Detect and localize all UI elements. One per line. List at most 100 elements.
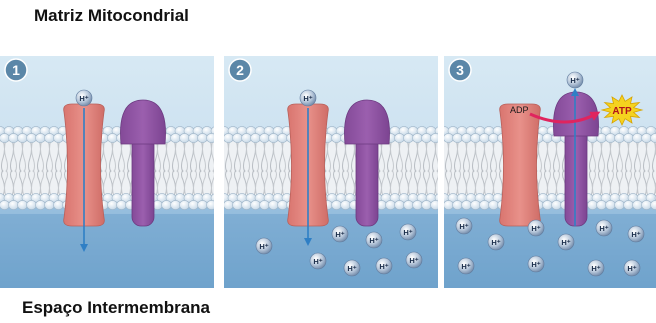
proton-ion: H⁺ — [567, 72, 583, 88]
adp-label: ADP — [510, 105, 529, 115]
lipid-head — [386, 200, 396, 209]
lipid-head — [207, 200, 215, 209]
proton-ion: H⁺ — [366, 232, 382, 248]
lipid-head — [269, 133, 279, 142]
lipid-head — [444, 200, 454, 209]
lipid-head — [422, 200, 432, 209]
intermembrane-space — [444, 214, 656, 288]
lipid-head — [615, 133, 625, 142]
lipid-head — [269, 200, 279, 209]
lipid-head — [189, 133, 199, 142]
lipid-head — [633, 200, 643, 209]
proton-ion: H⁺ — [558, 234, 574, 250]
lipid-head — [36, 200, 46, 209]
proton-label: H⁺ — [335, 230, 344, 239]
lipid-head — [404, 200, 414, 209]
lipid-head — [453, 133, 463, 142]
step-number: 2 — [236, 62, 244, 78]
panel-step-2: H⁺ H⁺ H⁺ H⁺ H⁺ H⁺ H⁺ H⁺ H⁺ 2 — [224, 56, 438, 288]
proton-ion: H⁺ — [596, 220, 612, 236]
proton-ion: H⁺ — [406, 252, 422, 268]
lipid-bilayer — [0, 126, 214, 209]
lipid-head — [0, 200, 10, 209]
proton-label: H⁺ — [459, 222, 468, 231]
lipid-head — [588, 200, 598, 209]
lipid-head — [27, 133, 37, 142]
step-number: 3 — [456, 62, 464, 78]
proton-label: H⁺ — [379, 262, 388, 271]
lipid-head — [54, 133, 64, 142]
lipid-head — [471, 200, 481, 209]
intermembrane-label: Espaço Intermembrana — [22, 298, 210, 318]
step-number-badge: 3 — [449, 59, 471, 81]
proton-label: H⁺ — [561, 238, 570, 247]
proton-label: H⁺ — [570, 76, 579, 85]
proton-label: H⁺ — [79, 94, 88, 103]
lipid-head — [278, 200, 288, 209]
lipid-head — [462, 133, 472, 142]
lipid-head — [431, 133, 439, 142]
lipid-head — [260, 133, 270, 142]
proton-ion: H⁺ — [488, 234, 504, 250]
intermembrane-space — [0, 214, 214, 288]
proton-ion: H⁺ — [628, 226, 644, 242]
atp-label: ATP — [612, 106, 632, 117]
lipid-head — [624, 200, 634, 209]
lipid-head — [117, 200, 127, 209]
lipid-head — [180, 200, 190, 209]
lipid-head — [198, 133, 208, 142]
lipid-head — [471, 133, 481, 142]
lipid-head — [444, 133, 454, 142]
proton-label: H⁺ — [303, 94, 312, 103]
lipid-head — [278, 133, 288, 142]
proton-label: H⁺ — [347, 264, 356, 273]
proton-label: H⁺ — [409, 256, 418, 265]
lipid-head — [108, 200, 118, 209]
lipid-head — [642, 133, 652, 142]
lipid-head — [189, 200, 199, 209]
lipid-head — [242, 200, 252, 209]
lipid-head — [45, 200, 55, 209]
membrane-diagram: H⁺ ADP ATP H⁺ H⁺ H⁺ H⁺ H⁺ H⁺ H⁺ H⁺ H⁺ H⁺ 3 — [444, 56, 656, 288]
lipid-head — [462, 200, 472, 209]
lipid-head — [18, 133, 28, 142]
lipid-head — [233, 133, 243, 142]
lipid-head — [251, 200, 261, 209]
proton-ion: H⁺ — [456, 218, 472, 234]
lipid-head — [543, 133, 553, 142]
proton-label: H⁺ — [627, 264, 636, 273]
lipid-head — [413, 133, 423, 142]
proton-label: H⁺ — [313, 257, 322, 266]
lipid-head — [180, 133, 190, 142]
proton-label: H⁺ — [591, 264, 600, 273]
lipid-head — [198, 200, 208, 209]
lipid-head — [453, 200, 463, 209]
matrix-label: Matriz Mitocondrial — [34, 6, 189, 26]
lipid-head — [108, 133, 118, 142]
lipid-head — [9, 200, 19, 209]
panel-step-1: H⁺ 1 — [0, 56, 214, 288]
proton-ion: H⁺ — [588, 260, 604, 276]
membrane-diagram: H⁺ H⁺ H⁺ H⁺ H⁺ H⁺ H⁺ H⁺ H⁺ 2 — [224, 56, 438, 288]
lipid-head — [633, 133, 643, 142]
lipid-head — [624, 133, 634, 142]
step-number-badge: 1 — [5, 59, 27, 81]
lipid-head — [615, 200, 625, 209]
proton-ion: H⁺ — [400, 224, 416, 240]
lipid-head — [18, 200, 28, 209]
proton-ion: H⁺ — [528, 220, 544, 236]
lipid-head — [332, 200, 342, 209]
proton-label: H⁺ — [259, 242, 268, 251]
lipid-head — [552, 200, 562, 209]
panel-step-3: H⁺ ADP ATP H⁺ H⁺ H⁺ H⁺ H⁺ H⁺ H⁺ H⁺ H⁺ H⁺ 3 — [444, 56, 656, 288]
lipid-head — [395, 133, 405, 142]
lipid-head — [413, 200, 423, 209]
lipid-head — [332, 133, 342, 142]
proton-ion: H⁺ — [332, 226, 348, 242]
proton-ion: H⁺ — [528, 256, 544, 272]
proton-ion: H⁺ — [376, 258, 392, 274]
proton-ion: H⁺ — [310, 253, 326, 269]
lipid-head — [36, 133, 46, 142]
proton-ion: H⁺ — [458, 258, 474, 274]
proton-ion: H⁺ — [300, 90, 316, 106]
